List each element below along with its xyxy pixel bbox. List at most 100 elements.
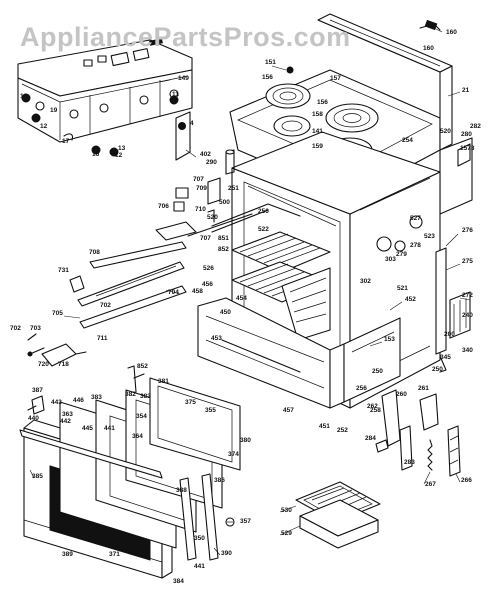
part-callout-c160a: 160: [446, 29, 457, 36]
screw: [225, 517, 235, 527]
part-callout-c156b: 156: [317, 99, 328, 106]
part-callout-c157: 157: [330, 75, 341, 82]
part-callout-c262: 262: [367, 403, 378, 410]
part-callout-c141: 141: [312, 128, 323, 135]
oven-rails: [69, 221, 197, 329]
part-callout-c260: 260: [396, 391, 407, 398]
part-callout-c261: 261: [418, 385, 429, 392]
part-callout-c383b: 383: [91, 394, 102, 401]
part-callout-c302: 302: [360, 278, 371, 285]
part-callout-c290: 290: [206, 159, 217, 166]
part-callout-c383: 383: [140, 393, 151, 400]
part-callout-c12b: 12: [40, 123, 48, 130]
part-callout-c452: 452: [405, 296, 416, 303]
part-callout-c374: 374: [228, 451, 239, 458]
part-callout-c151: 151: [265, 59, 276, 66]
part-callout-c252: 252: [337, 427, 348, 434]
part-callout-c160b: 160: [423, 45, 434, 52]
part-callout-c529: 529: [281, 530, 292, 537]
part-callout-c702b: 702: [10, 325, 21, 332]
part-callout-c158: 158: [312, 111, 323, 118]
part-callout-c381: 381: [158, 378, 169, 385]
part-callout-c440: 440: [28, 415, 39, 422]
leader-lines: [29, 25, 471, 556]
part-callout-c710: 710: [195, 206, 206, 213]
part-callout-c256b: 256: [356, 385, 367, 392]
part-callout-c12a: 12: [20, 93, 28, 100]
part-callout-c251: 251: [228, 185, 239, 192]
part-callout-c280: 280: [461, 131, 472, 138]
part-callout-c704: 704: [168, 289, 179, 296]
part-callout-c153: 153: [384, 336, 395, 343]
part-callout-c711: 711: [97, 335, 108, 342]
kick-panel: [343, 317, 401, 403]
door-hinge-parts: [375, 389, 461, 477]
part-callout-c709: 709: [196, 185, 207, 192]
part-callout-c250a: 250: [372, 368, 383, 375]
oven-racks: [231, 231, 331, 341]
part-callout-c278: 278: [410, 242, 421, 249]
bake-element: [187, 203, 301, 237]
part-callout-c363: 363: [62, 411, 73, 418]
control-knobs: [21, 55, 186, 157]
part-callout-c350: 350: [194, 535, 205, 542]
part-callout-c442: 442: [60, 418, 71, 425]
part-callout-c258: 258: [370, 407, 381, 414]
side-channels: [435, 247, 471, 373]
part-callout-c707b: 707: [200, 235, 211, 242]
part-callout-c267: 267: [425, 481, 436, 488]
part-callout-c250b: 250: [432, 366, 443, 373]
part-callout-c256: 256: [258, 208, 269, 215]
part-callout-c200: 200: [444, 331, 455, 338]
part-callout-c443: 443: [51, 399, 62, 406]
part-callout-c16: 16: [92, 151, 100, 158]
igniter-assembly: [27, 333, 87, 367]
part-callout-c283: 283: [404, 459, 415, 466]
part-callout-c720: 720: [38, 361, 49, 368]
part-callout-c276: 276: [462, 227, 473, 234]
part-callout-c530: 530: [281, 507, 292, 514]
part-callout-c388: 388: [176, 487, 187, 494]
part-callout-c450: 450: [220, 309, 231, 316]
part-callout-c451: 451: [319, 423, 330, 430]
part-callout-c380: 380: [240, 437, 251, 444]
part-callout-c357: 357: [240, 518, 251, 525]
watermark-text: AppliancePartsPros.com: [20, 22, 351, 52]
part-callout-c441: 441: [104, 425, 115, 432]
part-callout-c355: 355: [205, 407, 216, 414]
part-callout-c364: 364: [132, 433, 143, 440]
part-callout-c457: 457: [283, 407, 294, 414]
oven-door: [19, 365, 241, 579]
part-callout-c706: 706: [158, 203, 169, 210]
part-callout-c731: 731: [58, 267, 69, 274]
part-callout-c17: 17: [62, 138, 70, 145]
part-callout-c385: 385: [32, 473, 43, 480]
part-callout-c382: 382: [125, 391, 136, 398]
part-callout-c708: 708: [89, 249, 100, 256]
backguard: [317, 13, 453, 151]
part-callout-c390: 390: [221, 550, 232, 557]
part-callout-c279: 279: [396, 251, 407, 258]
small-brackets: [173, 149, 235, 223]
storage-drawer: [197, 297, 345, 409]
part-callout-c523: 523: [424, 233, 435, 240]
part-callout-c303: 303: [385, 256, 396, 263]
part-callout-c272: 272: [462, 292, 473, 299]
part-callout-c454: 454: [236, 295, 247, 302]
part-callout-c456: 456: [202, 281, 213, 288]
part-callout-c375: 375: [185, 399, 196, 406]
part-callout-c852: 852: [218, 246, 229, 253]
part-callout-c458: 458: [192, 288, 203, 295]
part-callout-c156a: 156: [262, 74, 273, 81]
part-callout-c266: 266: [461, 477, 472, 484]
part-callout-c11: 11: [172, 91, 179, 98]
part-callout-c371: 371: [109, 551, 120, 558]
part-callout-c520a: 520: [440, 128, 451, 135]
part-callout-c851: 851: [218, 235, 229, 242]
part-callout-c282: 282: [470, 123, 481, 130]
part-callout-c354: 354: [136, 413, 147, 420]
part-callout-c240: 240: [462, 312, 473, 319]
part-callout-c521: 521: [397, 285, 408, 292]
